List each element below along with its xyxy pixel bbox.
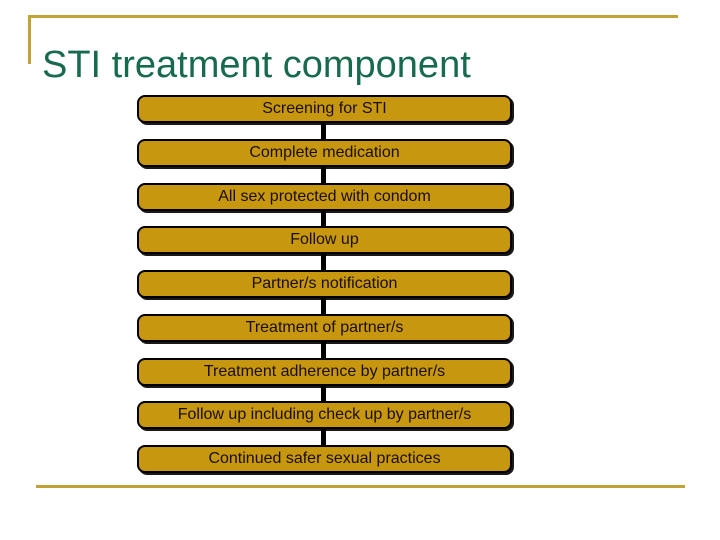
flow-box: Follow up (137, 226, 512, 254)
flow-connector (321, 121, 326, 141)
flow-box: Continued safer sexual practices (137, 445, 512, 473)
accent-corner-line (28, 15, 31, 64)
flow-box: Follow up including check up by partner/… (137, 401, 512, 429)
flow-connector (321, 165, 326, 185)
flow-box: Treatment of partner/s (137, 314, 512, 342)
flow-connector (321, 384, 326, 403)
flow-box: Screening for STI (137, 95, 512, 123)
flow-box: Partner/s notification (137, 270, 512, 298)
page-title: STI treatment component (42, 44, 471, 86)
flow-box: Complete medication (137, 139, 512, 167)
flow-box: Treatment adherence by partner/s (137, 358, 512, 386)
accent-top-line (28, 15, 678, 18)
flow-connector (321, 340, 326, 360)
flow-box: All sex protected with condom (137, 183, 512, 211)
flow-connector (321, 427, 326, 447)
accent-bottom-line (36, 485, 685, 488)
flow-connector (321, 209, 326, 228)
flow-connector (321, 252, 326, 272)
flow-connector (321, 296, 326, 316)
